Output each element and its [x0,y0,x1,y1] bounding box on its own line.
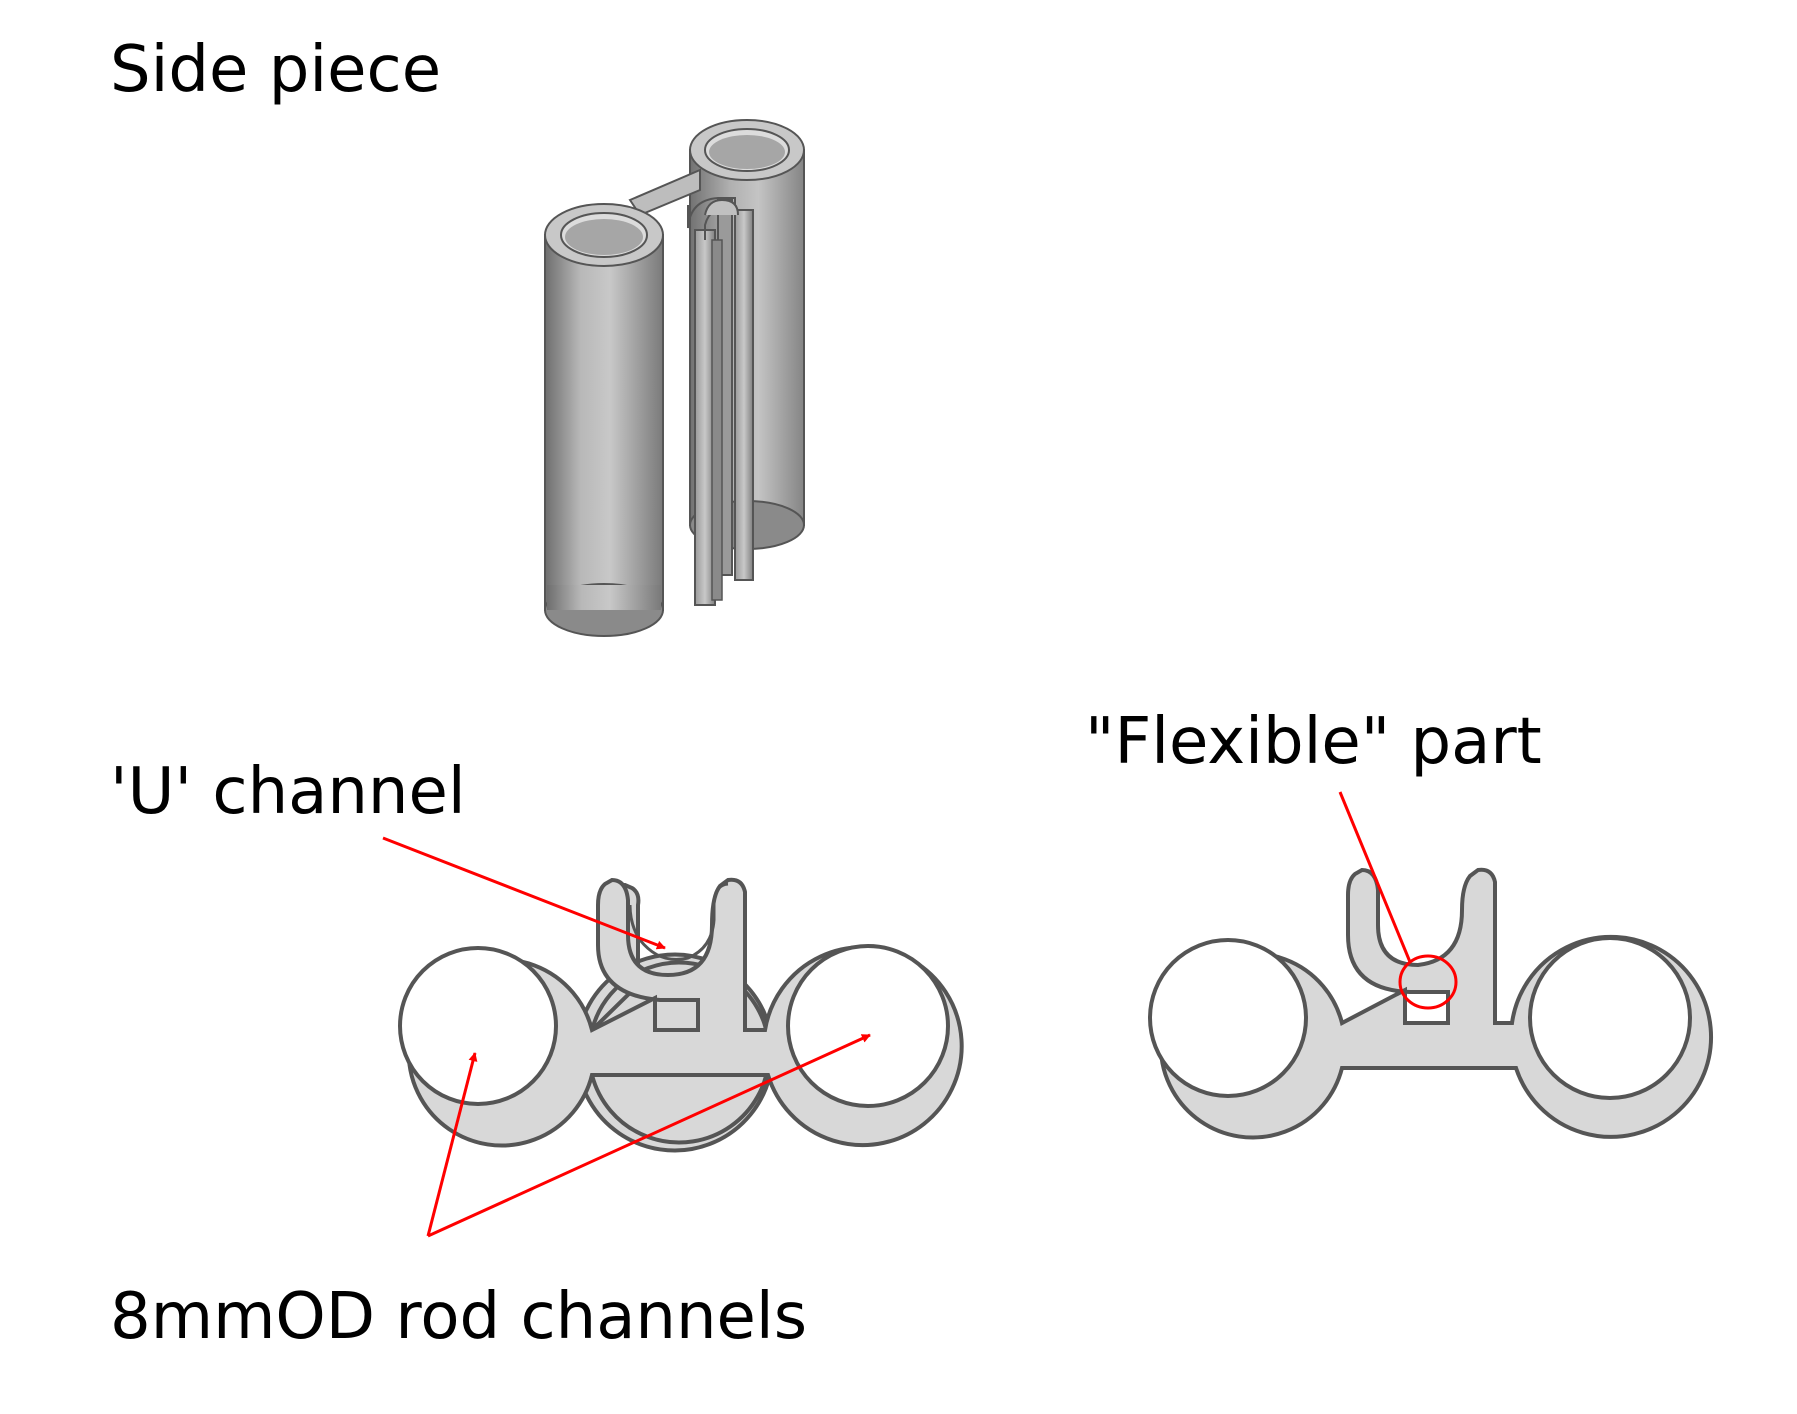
right-rod-hole-2 [1528,936,1692,1100]
u-channel-arrow [382,836,666,950]
left-rod-hole-2 [1148,938,1308,1098]
u-channel-cavity [628,882,729,961]
annotations [382,791,1458,1238]
flexible-highlight-circle [1398,954,1458,1010]
side-piece-3d-view [544,119,805,637]
right-profile [1148,867,1714,1140]
flexible-pointer-line [1338,791,1412,963]
left-profile [398,877,964,1153]
right-rod-hole [786,944,950,1108]
rod-arrow-right [427,1033,871,1238]
rod-arrow-left [426,1052,478,1237]
front-cylinder [544,203,664,637]
flexible-part-label: "Flexible" part [1085,705,1542,779]
center-ribs [628,168,754,606]
left-rod-hole [398,946,558,1106]
u-channel-label: 'U' channel [110,755,466,829]
title-label: Side piece [110,33,442,107]
rod-channels-label: 8mmOD rod channels [110,1280,808,1354]
